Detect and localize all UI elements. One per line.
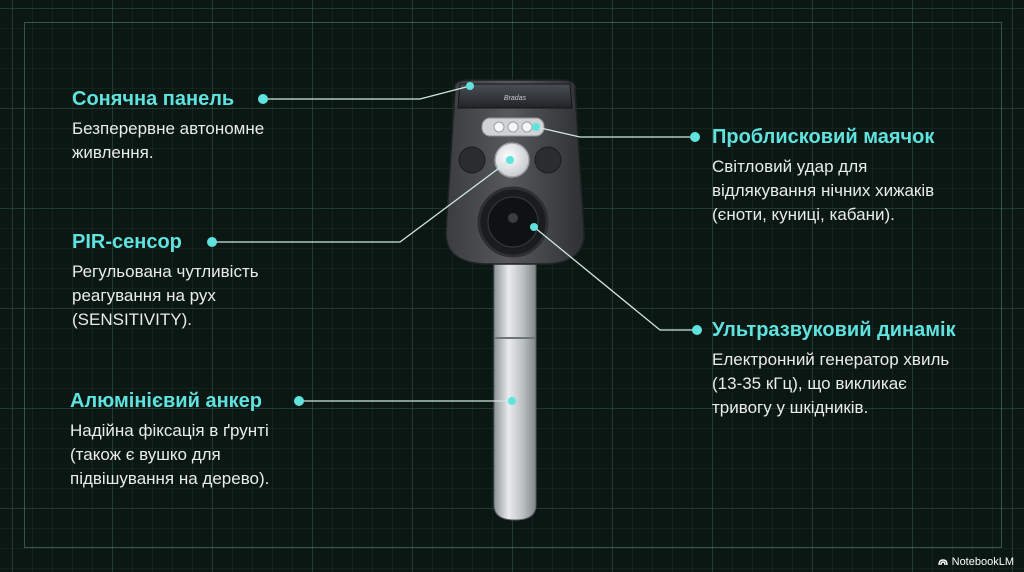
connector-solar bbox=[263, 85, 471, 100]
dot-pir-label bbox=[207, 237, 217, 247]
dot-pir-target bbox=[506, 156, 514, 164]
diagram-frame bbox=[24, 22, 1002, 548]
callout-description: Регульована чутливість реагування на рух… bbox=[72, 262, 259, 329]
dot-solar-label bbox=[258, 94, 268, 104]
dot-anchor-label bbox=[294, 396, 304, 406]
callout-description: Надійна фіксація в ґрунті (також є вушко… bbox=[70, 421, 270, 488]
callout-title: Алюмінієвий анкер bbox=[70, 390, 262, 412]
watermark-label: NotebookLM bbox=[951, 556, 1014, 568]
connector-speaker bbox=[533, 226, 694, 331]
callout-strobe-light: Проблисковий маячок Світловий удар для в… bbox=[712, 125, 934, 227]
dot-solar-target bbox=[466, 82, 474, 90]
notebooklm-logo-icon bbox=[937, 559, 948, 566]
callout-title: PIR-сенсор bbox=[72, 231, 182, 253]
dot-speaker-target bbox=[530, 223, 538, 231]
solar-panel bbox=[457, 83, 573, 109]
dot-anchor-target bbox=[508, 397, 516, 405]
dot-speaker-label bbox=[692, 325, 702, 335]
callout-description: Світловий удар для відлякування нічних х… bbox=[712, 157, 935, 224]
connector-pir bbox=[212, 159, 511, 243]
side-knob-right bbox=[534, 146, 562, 174]
connector-strobe bbox=[535, 126, 690, 138]
callout-solar-panel: Сонячна панель Безперервне автономне жив… bbox=[72, 87, 264, 165]
dot-strobe-target bbox=[532, 123, 540, 131]
side-knob-left bbox=[458, 146, 486, 174]
callout-title: Проблисковий маячок bbox=[712, 126, 935, 148]
callout-title: Ультразвуковий динамік bbox=[712, 319, 956, 341]
callout-description: Електронний генератор хвиль (13-35 кГц),… bbox=[712, 350, 950, 417]
device-brand-label: Bradas bbox=[504, 95, 527, 102]
notebooklm-watermark: NotebookLM bbox=[937, 556, 1014, 568]
anchor-stake bbox=[493, 261, 537, 521]
callout-description: Безперервне автономне живлення. bbox=[72, 119, 265, 162]
callout-ultrasonic-speaker: Ультразвуковий динамік Електронний генер… bbox=[712, 318, 956, 420]
callout-pir-sensor: PIR-сенсор Регульована чутливість реагув… bbox=[72, 230, 259, 332]
callout-title: Сонячна панель bbox=[72, 88, 235, 110]
dot-strobe-label bbox=[690, 132, 700, 142]
callout-aluminum-anchor: Алюмінієвий анкер Надійна фіксація в ґру… bbox=[70, 389, 269, 491]
